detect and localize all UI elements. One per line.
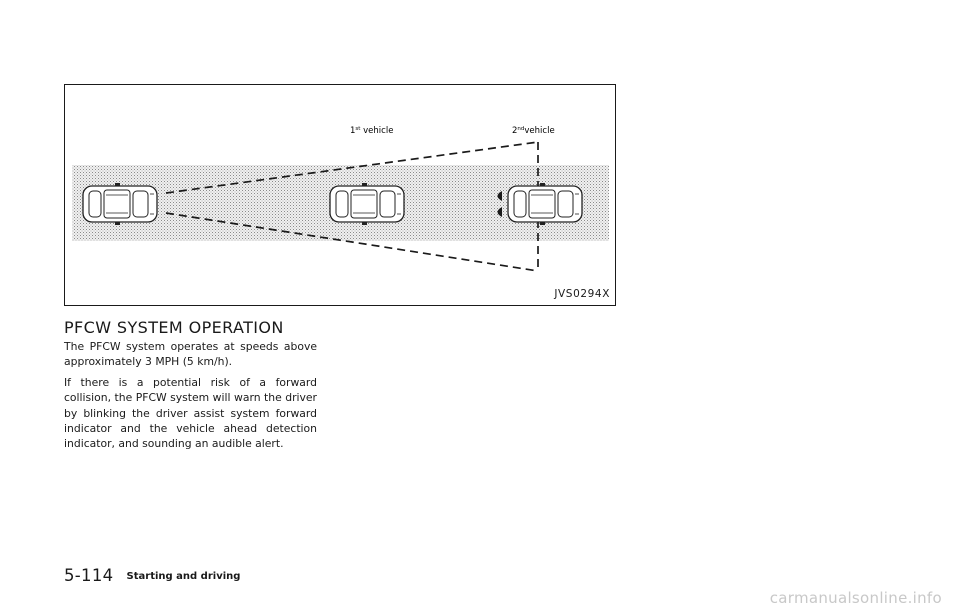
second-vehicle — [507, 182, 583, 226]
radar-wave-icon — [497, 191, 502, 217]
second-vehicle-label: 2ndvehicle — [512, 126, 555, 136]
watermark: carmanualsonline.info — [769, 589, 942, 607]
pfcw-diagram: 1st vehicle 2ndvehicle — [72, 126, 609, 272]
page-footer: 5-114 Starting and driving — [64, 566, 240, 585]
first-vehicle-label: 1st vehicle — [350, 126, 393, 136]
footer-section-name: Starting and driving — [126, 571, 241, 582]
sensor-detection-range — [165, 141, 539, 272]
first-vehicle — [329, 182, 405, 226]
paragraph-speed: The PFCW system operates at speeds above… — [64, 340, 317, 369]
figure-code: JVS0294X — [554, 288, 610, 300]
page-number: 5-114 — [64, 566, 114, 585]
section-heading: PFCW SYSTEM OPERATION — [64, 318, 284, 337]
diagram-figure: 1st vehicle 2ndvehicle JVS0294X — [64, 84, 616, 306]
paragraph-warning: If there is a potential risk of a forwar… — [64, 376, 317, 451]
host-vehicle — [82, 182, 158, 226]
